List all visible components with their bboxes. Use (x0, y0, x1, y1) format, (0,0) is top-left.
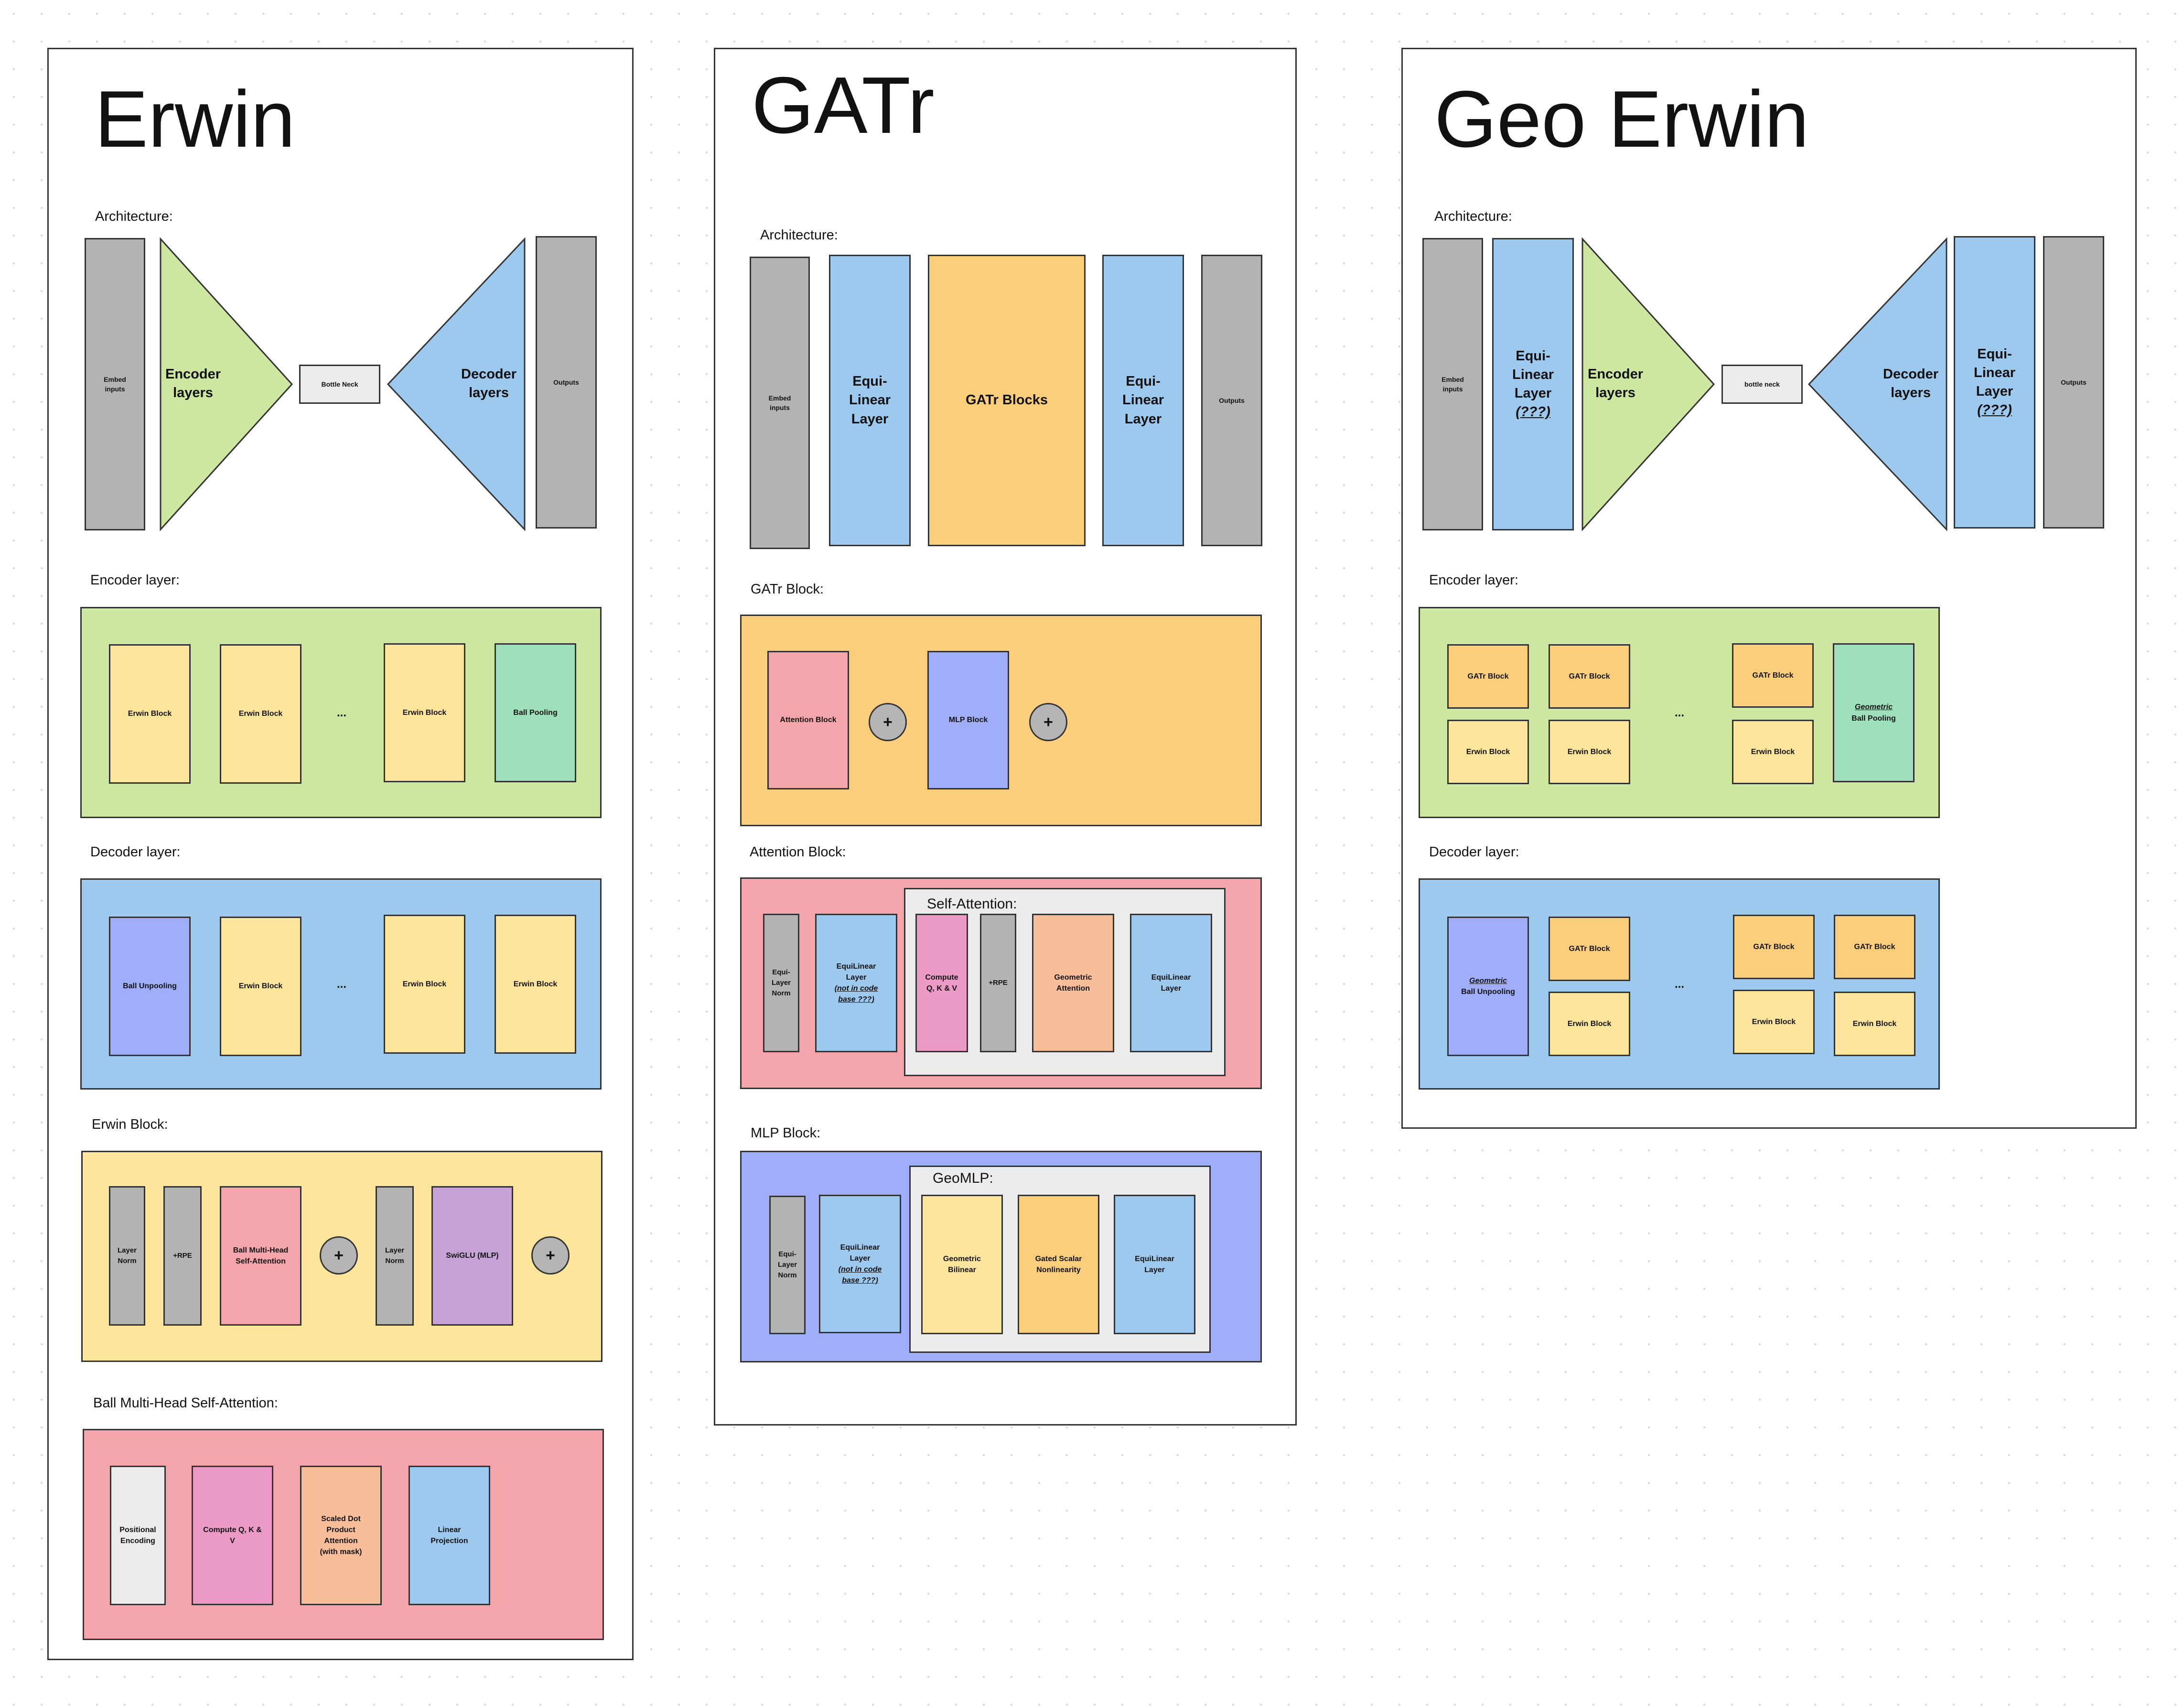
erwin-encoder-block-1: Erwin Block (109, 644, 191, 784)
erwin-title: Erwin (95, 74, 296, 164)
erwin-decoder-block-1: Erwin Block (220, 917, 301, 1056)
attention-rpe: +RPE (980, 914, 1016, 1052)
erwin-encoder-block-3: Erwin Block (384, 643, 465, 782)
erwin-block-label: Erwin Block: (92, 1117, 168, 1132)
geo-enc-erwin-block-2: Erwin Block (1549, 720, 1630, 784)
geomlp-label: GeoMLP: (933, 1170, 993, 1186)
gatr-block-mlp: MLP Block (927, 651, 1009, 789)
geo-dec-gatr-block-2: GATr Block (1733, 915, 1815, 979)
geo-erwin-decoder-triangle (1807, 237, 1947, 531)
ball-mhsa-compute-qkv: Compute Q, K &V (192, 1466, 273, 1605)
geo-erwin-encoder-layer-label: Encoder layer: (1429, 573, 1518, 588)
erwin-decoder-dots: ... (336, 978, 346, 991)
attention-block-label: Attention Block: (750, 844, 846, 860)
gatr-blocks: GATr Blocks (928, 255, 1086, 546)
geo-dec-gatr-block-1: GATr Block (1549, 917, 1630, 981)
geo-enc-gatr-block-1: GATr Block (1447, 644, 1529, 709)
geo-erwin-encoder-triangle (1582, 237, 1715, 531)
geo-dec-erwin-block-1: Erwin Block (1549, 992, 1630, 1056)
gatr-block-label: GATr Block: (751, 582, 824, 597)
gatr-architecture-label: Architecture: (760, 227, 838, 243)
erwin-encoder-dots: ... (336, 706, 346, 719)
geo-dec-dots: ... (1674, 978, 1684, 991)
erwin-architecture-label: Architecture: (95, 209, 173, 224)
erwin-decoder-block-2: Erwin Block (384, 915, 465, 1054)
geo-erwin-outputs: Outputs (2043, 236, 2104, 529)
geo-erwin-decoder-layer-label: Decoder layer: (1429, 844, 1519, 860)
gatr-block-plus-2: + (1029, 703, 1067, 741)
erwin-ball-pooling: Ball Pooling (495, 643, 576, 782)
geo-enc-erwin-block-1: Erwin Block (1447, 720, 1529, 784)
geo-enc-gatr-block-2: GATr Block (1549, 644, 1630, 709)
geo-enc-erwin-block-3: Erwin Block (1732, 720, 1814, 784)
erwin-encoder-block-2: Erwin Block (220, 644, 301, 784)
gatr-title: GATr (752, 60, 935, 150)
geo-dec-erwin-block-2: Erwin Block (1733, 990, 1815, 1054)
erwin-bottle-neck: Bottle Neck (299, 365, 380, 404)
erwin-decoder-block-3: Erwin Block (495, 915, 576, 1054)
gatr-block-attention: Attention Block (767, 651, 849, 789)
erwin-decoder-triangle (387, 237, 526, 531)
geo-enc-dots: ... (1674, 706, 1684, 719)
geo-erwin-architecture-label: Architecture: (1434, 209, 1512, 224)
geo-enc-gatr-block-3: GATr Block (1732, 643, 1814, 708)
geo-erwin-title: Geo Erwin (1434, 74, 1809, 164)
geo-dec-gatr-block-3: GATr Block (1834, 915, 1915, 979)
gatr-block-plus-1: + (869, 703, 907, 741)
erwin-block-plus-2: + (531, 1236, 570, 1275)
erwin-ball-unpooling: Ball Unpooling (109, 917, 191, 1056)
mlp-block-label: MLP Block: (751, 1125, 821, 1141)
erwin-outputs: Outputs (536, 236, 597, 529)
ball-mhsa-label: Ball Multi-Head Self-Attention: (93, 1395, 278, 1411)
erwin-block-rpe: +RPE (163, 1186, 202, 1326)
erwin-block-swiglu: SwiGLU (MLP) (431, 1186, 513, 1326)
erwin-encoder-layer-label: Encoder layer: (90, 573, 180, 588)
geo-dec-erwin-block-3: Erwin Block (1834, 992, 1915, 1056)
self-attention-label: Self-Attention: (927, 896, 1017, 912)
gatr-outputs: Outputs (1201, 255, 1262, 546)
erwin-encoder-triangle (160, 237, 293, 531)
erwin-decoder-layer-label: Decoder layer: (90, 844, 181, 860)
geo-erwin-bottle-neck: bottle neck (1721, 365, 1803, 404)
erwin-block-plus-1: + (320, 1236, 358, 1275)
